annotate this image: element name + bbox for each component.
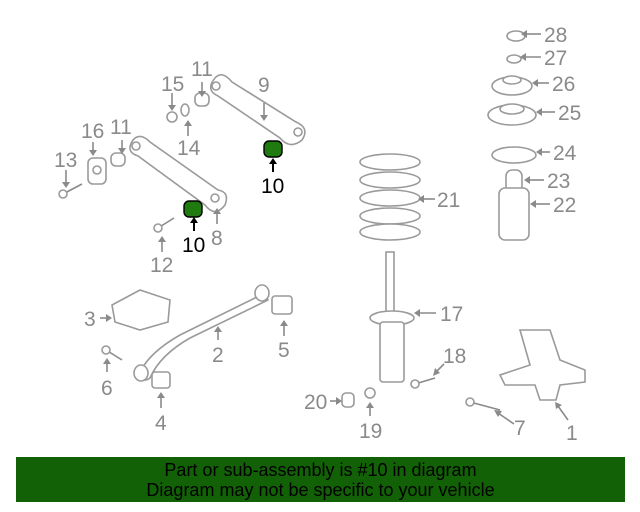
label-27[interactable]: 27 [544,47,567,70]
banner-line-1: Part or sub-assembly is #10 in diagram [164,460,477,480]
part-28-cap[interactable] [506,30,526,42]
part-25-mount[interactable] [487,103,537,126]
part-27-nut[interactable] [506,54,522,64]
label-28[interactable]: 28 [544,24,567,47]
part-10-bushing-lower[interactable] [183,200,203,218]
part-7-bolt[interactable] [465,397,501,411]
part-11-bushing-left[interactable] [110,152,126,167]
part-24-seat[interactable] [491,146,537,164]
label-19[interactable]: 19 [359,420,382,443]
label-1[interactable]: 1 [566,422,578,445]
label-16[interactable]: 16 [81,120,104,143]
callout-arrows [62,30,569,425]
label-3[interactable]: 3 [84,308,96,331]
part-16-bracket[interactable] [87,157,107,185]
label-13[interactable]: 13 [54,149,77,172]
label-23[interactable]: 23 [547,170,570,193]
part-20-bumper[interactable] [341,392,355,408]
part-12-bolt[interactable] [153,217,175,233]
callout-arrows-highlight [190,158,277,231]
label-15[interactable]: 15 [161,73,184,96]
label-26[interactable]: 26 [552,73,575,96]
part-6-bolt[interactable] [101,345,123,361]
label-22[interactable]: 22 [553,194,576,217]
part-9-control-arm[interactable] [209,74,306,146]
part-18-bolt[interactable] [410,377,436,389]
label-5[interactable]: 5 [278,339,290,362]
label-10-lower[interactable]: 10 [182,234,205,257]
label-11-top[interactable]: 11 [191,58,213,81]
part-26-mount[interactable] [491,75,533,96]
label-10-upper[interactable]: 10 [261,175,284,198]
label-2[interactable]: 2 [212,344,224,367]
part-1-knuckle[interactable] [498,329,586,401]
label-8[interactable]: 8 [211,227,223,250]
banner-line-2: Diagram may not be specific to your vehi… [146,480,495,500]
label-9[interactable]: 9 [258,74,270,97]
part-10-bushing-upper[interactable] [263,140,283,158]
label-24[interactable]: 24 [553,142,577,165]
label-20[interactable]: 20 [304,391,327,414]
label-11-left[interactable]: 11 [110,116,132,139]
label-18[interactable]: 18 [443,345,466,368]
label-25[interactable]: 25 [558,102,581,125]
part-15-nut[interactable] [166,111,178,123]
part-5-bushing[interactable] [271,295,293,315]
info-banner: Part or sub-assembly is #10 in diagram D… [16,457,625,502]
label-12[interactable]: 12 [150,254,173,277]
label-7[interactable]: 7 [514,417,526,440]
label-4[interactable]: 4 [155,412,167,435]
part-19-nut[interactable] [364,387,376,399]
part-14-washer[interactable] [180,103,190,117]
part-8-control-arm[interactable] [129,135,228,213]
label-14[interactable]: 14 [177,137,201,160]
part-3-bracket[interactable] [111,289,171,331]
part-4-bushing[interactable] [151,371,171,389]
label-17[interactable]: 17 [440,303,463,326]
part-13-bolt[interactable] [58,183,83,199]
part-21-coil-spring[interactable] [359,153,421,241]
label-21[interactable]: 21 [437,189,460,212]
part-17-strut[interactable] [369,251,415,383]
label-6[interactable]: 6 [101,377,113,400]
part-2-stabilizer-bar[interactable] [133,284,270,382]
part-22-boot[interactable] [498,187,530,241]
